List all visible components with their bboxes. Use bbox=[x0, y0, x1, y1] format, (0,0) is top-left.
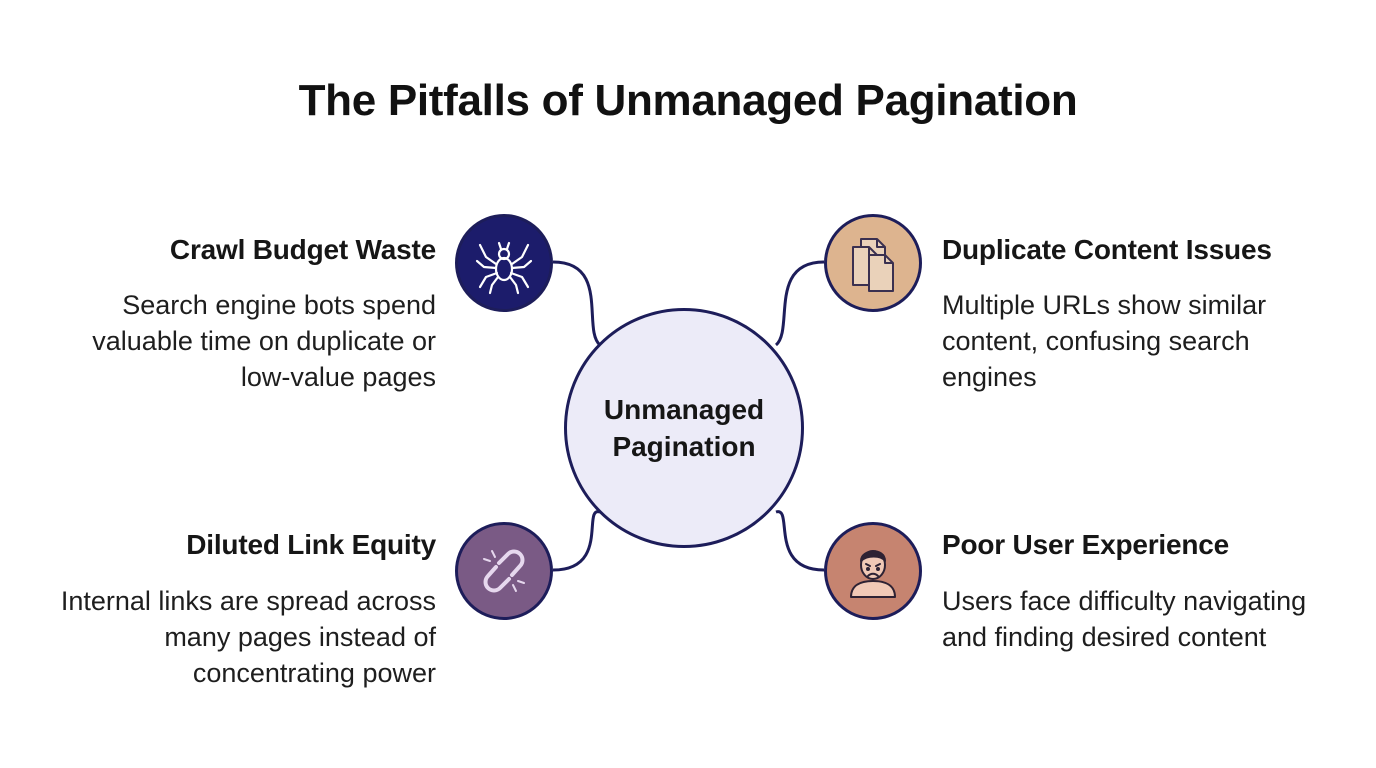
connector-bottom-left bbox=[552, 510, 601, 572]
diluted-link-heading: Diluted Link Equity bbox=[186, 529, 436, 560]
connector-top-right bbox=[774, 260, 825, 347]
poor-ux-node bbox=[824, 522, 922, 620]
diluted-link-node bbox=[455, 522, 553, 620]
crawl-budget-heading: Crawl Budget Waste bbox=[169, 234, 436, 265]
connector-top-left bbox=[552, 260, 602, 347]
connector-bottom-right bbox=[775, 510, 825, 572]
page-title: The Pitfalls of Unmanaged Pagination bbox=[298, 76, 1078, 125]
duplicate-content-node bbox=[824, 214, 922, 312]
duplicate-content-description: Multiple URLs show similar content, conf… bbox=[942, 290, 1267, 392]
central-hub: Unmanaged Pagination bbox=[564, 308, 804, 548]
poor-ux-heading: Poor User Experience bbox=[942, 529, 1230, 560]
crawl-budget-description: Search engine bots spend valuable time o… bbox=[92, 290, 436, 392]
poor-ux-description: Users face difficulty navigating and fin… bbox=[942, 586, 1307, 652]
duplicate-content-heading: Duplicate Content Issues bbox=[942, 234, 1272, 265]
frustrated-user-icon bbox=[850, 550, 896, 598]
broken-link-icon bbox=[483, 549, 525, 593]
hub-label: Unmanaged Pagination bbox=[603, 394, 765, 462]
diluted-link-description: Internal links are spread across many pa… bbox=[60, 586, 436, 688]
spider-icon bbox=[475, 241, 533, 295]
crawl-budget-node bbox=[455, 214, 553, 312]
documents-icon bbox=[852, 238, 894, 292]
